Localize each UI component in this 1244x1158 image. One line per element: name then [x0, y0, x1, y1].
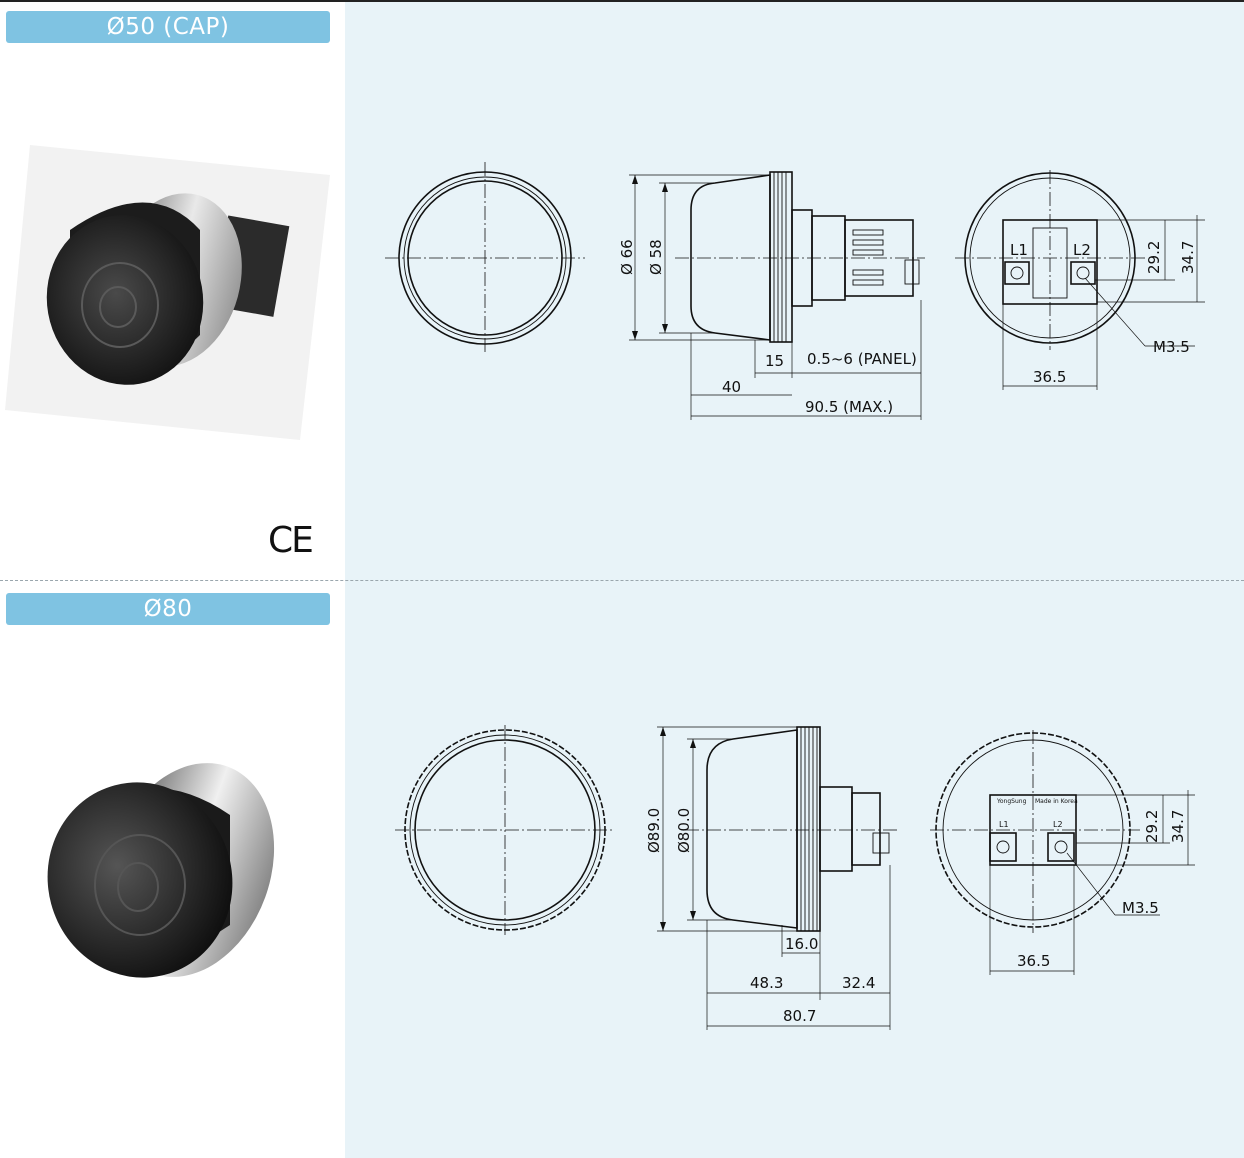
dim-width-80: 36.5: [1017, 952, 1050, 970]
terminal-l2-cap: L2: [1073, 241, 1091, 259]
dim-bezel-cap: 15: [765, 352, 784, 370]
dim-h1-cap: 29.2: [1145, 241, 1163, 274]
dim-panel-cap: 0.5~6 (PANEL): [807, 350, 917, 368]
rear-view-cap: L1 L2 29.2 34.7 M3.5 36.5: [955, 170, 1205, 390]
side-view-cap: Ø 66 Ø 58 15 0.5~6 (PANEL) 40 90.5 (MAX.…: [618, 171, 925, 420]
product-photo-cap: [5, 145, 330, 440]
side-view-80: Ø89.0 Ø80.0 16.0 48.3 32.4 80.7: [645, 726, 900, 1030]
dimension-drawing-cap: Ø 66 Ø 58 15 0.5~6 (PANEL) 40 90.5 (MAX.…: [385, 162, 1205, 420]
front-view-cap: [385, 162, 585, 355]
dim-width-cap: 36.5: [1033, 368, 1066, 386]
dim-outer-80: Ø89.0: [645, 808, 663, 853]
section-title-cap: Ø50 (CAP): [6, 11, 330, 43]
dim-inner-cap: Ø 58: [647, 239, 665, 275]
dim-body-80: 48.3: [750, 974, 783, 992]
product-photo-80: [47, 763, 275, 978]
rear-view-80: YongSung Made in Korea L1 L2 29.2 34.7 M…: [930, 730, 1195, 975]
dim-inner-80: Ø80.0: [675, 808, 693, 853]
front-view-80: [395, 725, 615, 935]
dim-h2-cap: 34.7: [1179, 241, 1197, 274]
ce-mark: CE: [268, 520, 314, 561]
terminal-l1-80: L1: [999, 820, 1009, 829]
brand-label-80: YongSung: [996, 798, 1027, 805]
terminal-l1-cap: L1: [1010, 241, 1028, 259]
section-title-80: Ø80: [6, 593, 330, 625]
dim-total-cap: 90.5 (MAX.): [805, 398, 893, 416]
origin-label-80: Made in Korea: [1035, 798, 1078, 805]
dim-rear-80: 32.4: [842, 974, 875, 992]
dim-bezel-80: 16.0: [785, 935, 818, 953]
terminal-l2-80: L2: [1053, 820, 1063, 829]
dim-total-80: 80.7: [783, 1007, 816, 1025]
dim-h2-80: 34.7: [1169, 810, 1187, 843]
dim-body-cap: 40: [722, 378, 741, 396]
top-rule: [0, 0, 1244, 2]
dim-screw-cap: M3.5: [1153, 338, 1190, 356]
dim-outer-cap: Ø 66: [618, 239, 636, 275]
dimension-drawing-80: Ø89.0 Ø80.0 16.0 48.3 32.4 80.7 YongSung…: [395, 725, 1195, 1030]
dim-h1-80: 29.2: [1143, 810, 1161, 843]
section-divider: [0, 580, 1244, 581]
dim-screw-80: M3.5: [1122, 899, 1159, 917]
